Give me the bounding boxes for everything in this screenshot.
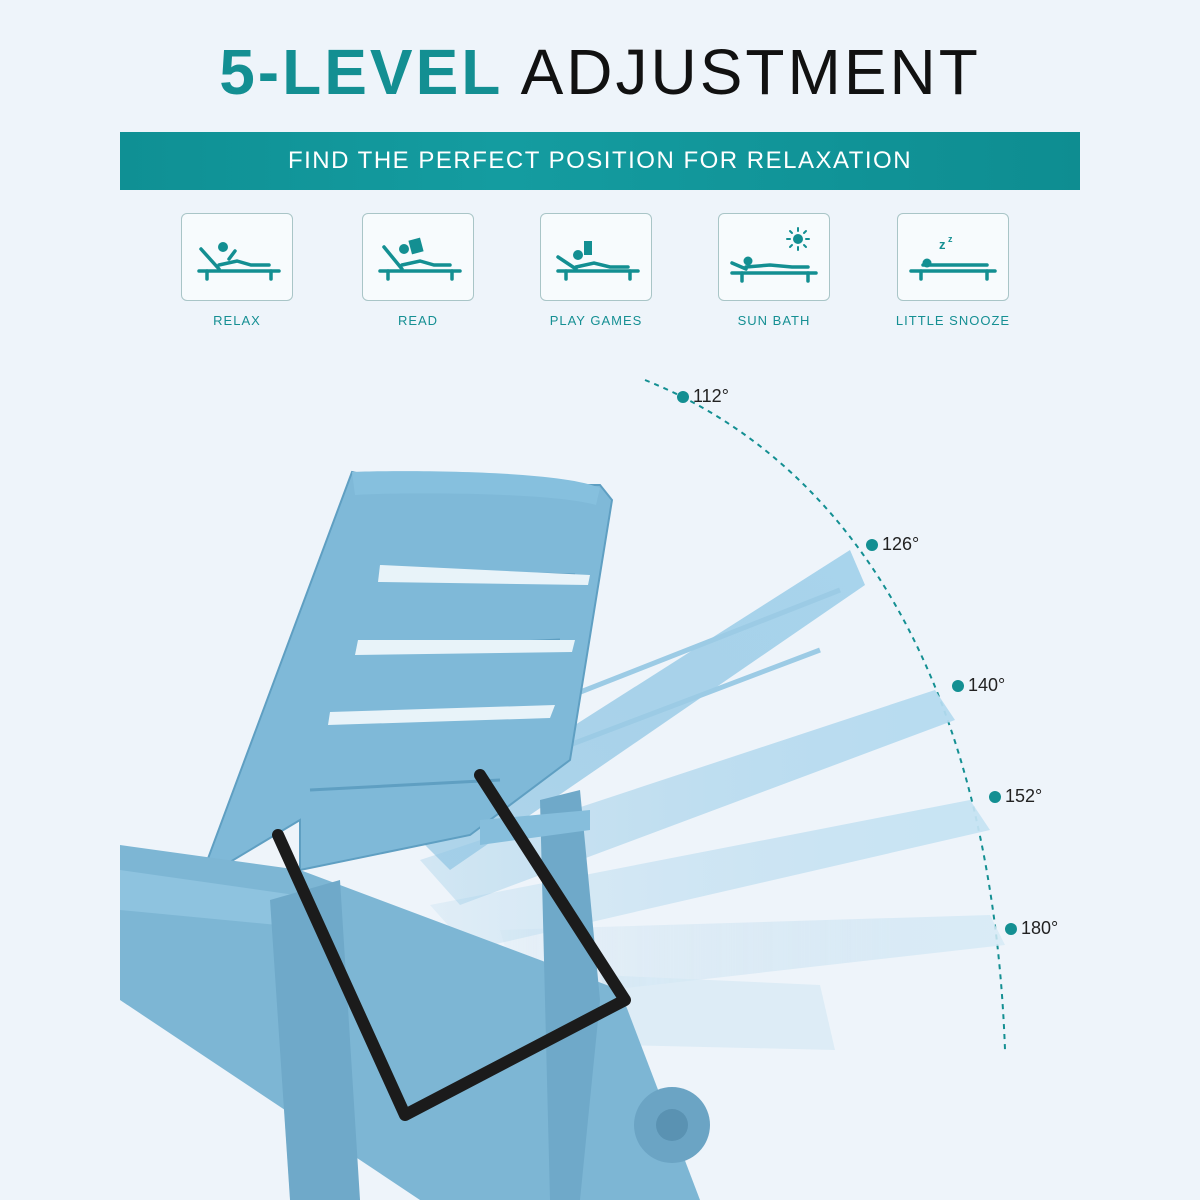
mode-little-snooze: z z LITTLE SNOOZE [883,213,1023,328]
angle-label: 152° [1005,786,1042,806]
angle-marker-152: 152° [989,786,1042,806]
angle-marker-180: 180° [1005,918,1058,938]
angle-label: 112° [693,386,729,406]
mode-icon-box [181,213,293,301]
support-bar [272,769,631,1121]
subtitle-banner: FIND THE PERFECT POSITION FOR RELAXATION [120,132,1080,190]
mode-icon-row: RELAX READ [0,213,1200,343]
angle-arc [644,379,1006,1051]
page-title: 5-LEVEL ADJUSTMENT [0,40,1200,104]
mode-label: PLAY GAMES [549,313,643,328]
mode-icon-box [540,213,652,301]
mode-label: SUN BATH [737,313,811,328]
subtitle-text: FIND THE PERFECT POSITION FOR RELAXATION [287,147,913,174]
mode-label: LITTLE SNOOZE [895,313,1011,328]
mode-sun-bath: SUN BATH [704,213,844,328]
backrest-position-112 [198,470,614,883]
title-rest: ADJUSTMENT [520,36,981,108]
mode-icon-box [718,213,830,301]
lounge-chair-illustration: 112° 126° 140° 152° 180° [120,379,1058,1200]
title-highlight: 5-LEVEL [219,36,504,108]
play-games-icon [556,241,640,281]
mode-icon-box: z z [897,213,1009,301]
relax-icon [197,242,281,281]
little-snooze-icon: z z [909,234,997,281]
angle-marker-126: 126° [866,534,919,554]
mode-icon-box [362,213,474,301]
svg-text:z: z [939,237,946,252]
angle-label: 180° [1021,918,1058,938]
mode-read: READ [348,213,488,328]
mode-label: RELAX [213,313,261,328]
read-icon [378,237,462,281]
svg-text:z: z [948,234,953,244]
angle-label: 140° [968,675,1005,695]
mode-relax: RELAX [167,213,307,328]
sun-bath-icon [730,227,818,283]
backrest-position-180 [500,915,1005,1050]
angle-marker-112: 112° [677,386,729,406]
mode-label: READ [397,313,439,328]
angle-label: 126° [882,534,919,554]
mode-play-games: PLAY GAMES [526,213,666,328]
angle-marker-140: 140° [952,675,1005,695]
